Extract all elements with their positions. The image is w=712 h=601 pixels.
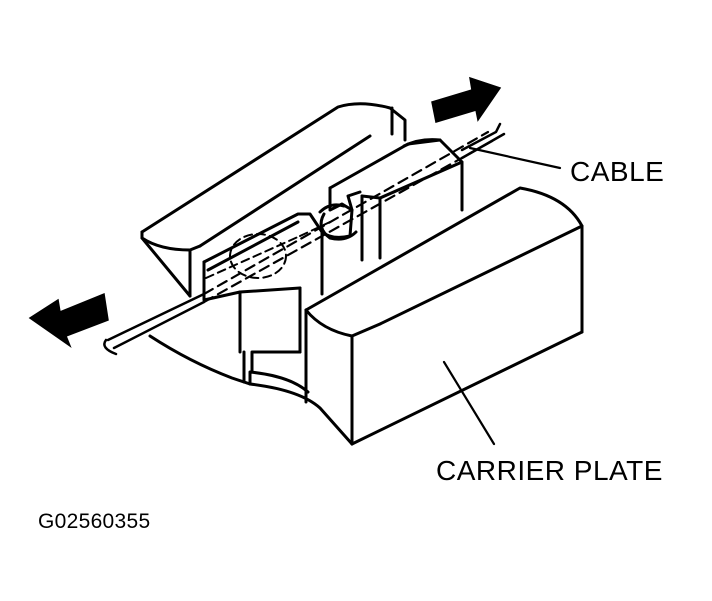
- arrow-right-icon: [431, 76, 502, 123]
- cable-label: CABLE: [570, 156, 665, 187]
- slider-block: [202, 138, 464, 354]
- carrier-plate-front: [304, 186, 584, 446]
- carrier-base: [148, 298, 354, 446]
- leader-lines: [442, 146, 562, 446]
- figure-code: G02560355: [38, 510, 151, 533]
- cable: [103, 122, 506, 356]
- carrier-plate-label: CARRIER PLATE: [436, 455, 663, 486]
- rear-block: [140, 102, 407, 298]
- arrow-left-icon: [28, 292, 109, 349]
